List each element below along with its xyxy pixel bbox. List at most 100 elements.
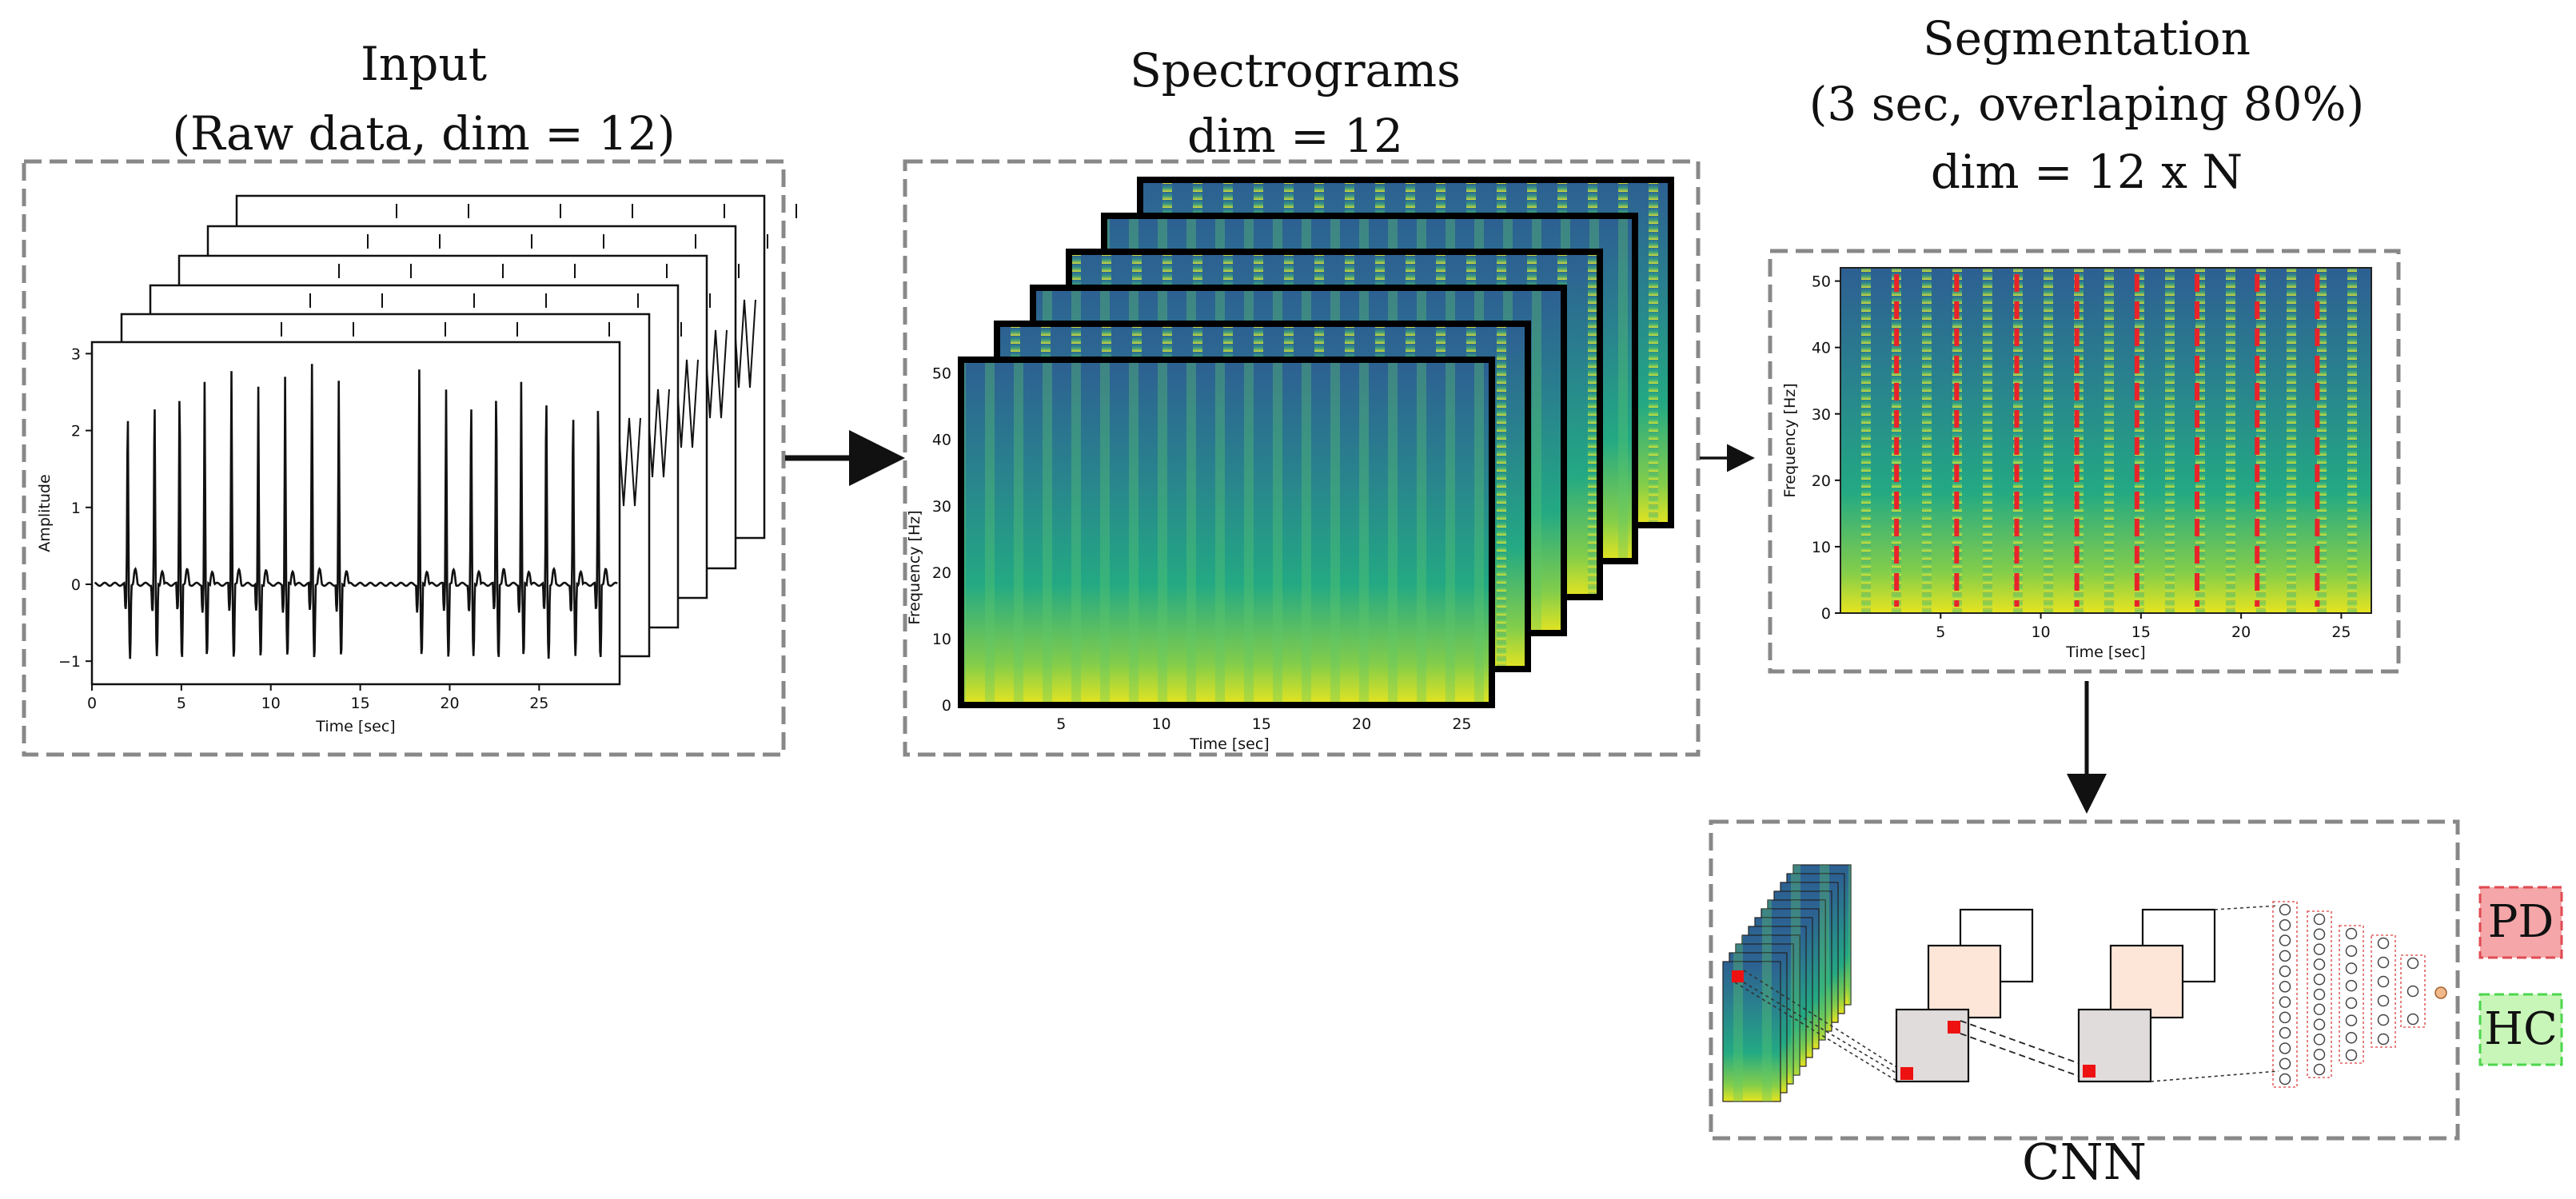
spectrogram-stack bbox=[958, 177, 1674, 708]
cnn-kernel bbox=[1900, 1067, 1913, 1080]
cnn-neuron bbox=[2345, 945, 2358, 957]
spectrogram-ytick-label: 0 bbox=[942, 697, 951, 715]
cnn-neuron bbox=[2377, 994, 2390, 1007]
amplitude-xtick-label: 20 bbox=[440, 695, 459, 712]
cnn-connector bbox=[1960, 1033, 2084, 1078]
amplitude-ytick-label: 1 bbox=[71, 500, 81, 517]
cnn-architecture bbox=[1722, 864, 2447, 1102]
amplitude-xtick-label: 0 bbox=[87, 695, 97, 712]
cnn-neuron bbox=[2345, 997, 2358, 1010]
segmentation-xtick-label: 5 bbox=[1936, 623, 1945, 641]
cnn-neuron bbox=[2313, 913, 2326, 926]
spectrogram-yaxis-label: Frequency [Hz] bbox=[906, 510, 923, 624]
cnn-neuron bbox=[2313, 1018, 2326, 1030]
cnn-neuron bbox=[2279, 981, 2291, 993]
cnn-neuron bbox=[2407, 985, 2419, 998]
cnn-neuron bbox=[2313, 1048, 2326, 1061]
cnn-connector bbox=[1960, 1020, 2084, 1066]
cnn-neuron bbox=[2279, 965, 2291, 978]
spectrogram-xtick-label: 5 bbox=[1056, 715, 1066, 733]
segmentation-spectrogram-texture bbox=[1840, 268, 2371, 613]
segmentation-spectrogram-frame bbox=[1840, 267, 2372, 614]
cnn-input-slice-texture bbox=[1723, 962, 1780, 1101]
input-title-line1: Input bbox=[361, 37, 487, 91]
cnn-neuron bbox=[2345, 927, 2358, 940]
cnn-dense-layer bbox=[2339, 925, 2364, 1064]
hc-box bbox=[2478, 993, 2563, 1066]
cnn-neuron bbox=[2279, 996, 2291, 1008]
segmentation-xaxis-label: Time [sec] bbox=[2065, 643, 2145, 661]
segmentation-xtick-label: 15 bbox=[2131, 623, 2151, 641]
segmentation-xtick-label: 25 bbox=[2331, 623, 2351, 641]
cnn-neuron bbox=[2279, 950, 2291, 962]
cnn-neuron bbox=[2407, 1013, 2419, 1026]
spectrogram-ytick-label: 30 bbox=[932, 498, 951, 516]
segmentation-xtick-label: 10 bbox=[2031, 623, 2050, 641]
cnn-neuron bbox=[2313, 928, 2326, 941]
cnn-label: CNN bbox=[2022, 1133, 2147, 1191]
cnn-neuron bbox=[2345, 979, 2358, 992]
cnn-dense-layer bbox=[2272, 901, 2298, 1088]
cnn-neuron bbox=[2377, 956, 2390, 969]
segmentation-title-line1: Segmentation bbox=[1923, 11, 2251, 66]
cnn-pool-map bbox=[1927, 944, 2002, 1019]
spectrograms-title-line2: dim = 12 bbox=[1187, 109, 1403, 163]
spectrogram-card bbox=[958, 357, 1495, 708]
cnn-neuron bbox=[2313, 973, 2326, 986]
spectrogram-frame bbox=[958, 357, 1495, 708]
cnn-dense-layer bbox=[2371, 934, 2396, 1048]
spectrogram-xtick-label: 15 bbox=[1252, 715, 1271, 733]
cnn-neuron bbox=[2279, 1042, 2291, 1054]
cnn-dashed-box bbox=[1709, 819, 2460, 1141]
cnn-neuron bbox=[2377, 975, 2390, 988]
amplitude-xtick-label: 15 bbox=[350, 695, 369, 712]
cnn-neuron bbox=[2279, 1073, 2291, 1085]
cnn-neuron bbox=[2377, 937, 2390, 950]
cnn-pool-map bbox=[2109, 944, 2184, 1019]
output-hc: HC bbox=[2478, 993, 2563, 1066]
amplitude-ytick-label: 3 bbox=[71, 345, 81, 363]
hc-label: HC bbox=[2484, 1003, 2558, 1055]
input-title-line2: (Raw data, dim = 12) bbox=[172, 106, 675, 161]
segmentation-title-line2: (3 sec, overlaping 80%) bbox=[1809, 77, 2364, 131]
segmentation-ytick-label: 50 bbox=[1812, 273, 1831, 291]
amplitude-xtick-label: 10 bbox=[261, 695, 281, 712]
cnn-neuron bbox=[2279, 1011, 2291, 1024]
amplitude-ytick-label: −1 bbox=[58, 653, 81, 671]
spectrogram-xtick-label: 20 bbox=[1352, 715, 1371, 733]
spectrogram-ytick-label: 10 bbox=[932, 631, 951, 648]
cnn-neuron bbox=[2345, 962, 2358, 974]
cnn-neuron bbox=[2279, 934, 2291, 946]
cnn-neuron bbox=[2279, 919, 2291, 931]
spectrogram-ytick-label: 20 bbox=[932, 564, 951, 582]
amplitude-xtick-label: 25 bbox=[529, 695, 548, 712]
spectrogram-ytick-label: 40 bbox=[932, 432, 951, 449]
input-dashed-box bbox=[22, 159, 786, 757]
cnn-neuron bbox=[2313, 1063, 2326, 1076]
spectrogram-xtick-label: 25 bbox=[1452, 715, 1471, 733]
amplitude-xaxis-label: Time [sec] bbox=[315, 718, 395, 735]
pd-box bbox=[2478, 886, 2563, 959]
amplitude-plot-frame bbox=[90, 341, 621, 686]
cnn-connector bbox=[2214, 905, 2279, 910]
cnn-neuron bbox=[2313, 1003, 2326, 1016]
segmentation-xtick-label: 20 bbox=[2231, 623, 2251, 641]
cnn-neuron bbox=[2377, 1014, 2390, 1026]
segmentation-yaxis-label: Frequency [Hz] bbox=[1781, 383, 1799, 497]
cnn-neuron bbox=[2279, 903, 2291, 916]
cnn-neuron bbox=[2313, 958, 2326, 970]
segmentation-ytick-label: 20 bbox=[1812, 472, 1831, 490]
segmentation-ytick-label: 10 bbox=[1812, 539, 1831, 556]
cnn-dense-layer bbox=[2400, 954, 2426, 1028]
cnn-neuron bbox=[2407, 957, 2419, 970]
spectrograms-title-line1: Spectrograms bbox=[1130, 43, 1461, 98]
segmentation-title-line3: dim = 12 x N bbox=[1931, 145, 2243, 199]
cnn-kernel bbox=[1948, 1021, 1960, 1034]
cnn-kernel bbox=[2083, 1065, 2095, 1078]
amplitude-axis-label: Amplitude bbox=[36, 474, 54, 552]
spectrogram-texture bbox=[961, 360, 1492, 705]
spectrogram-ytick-label: 50 bbox=[932, 365, 951, 383]
